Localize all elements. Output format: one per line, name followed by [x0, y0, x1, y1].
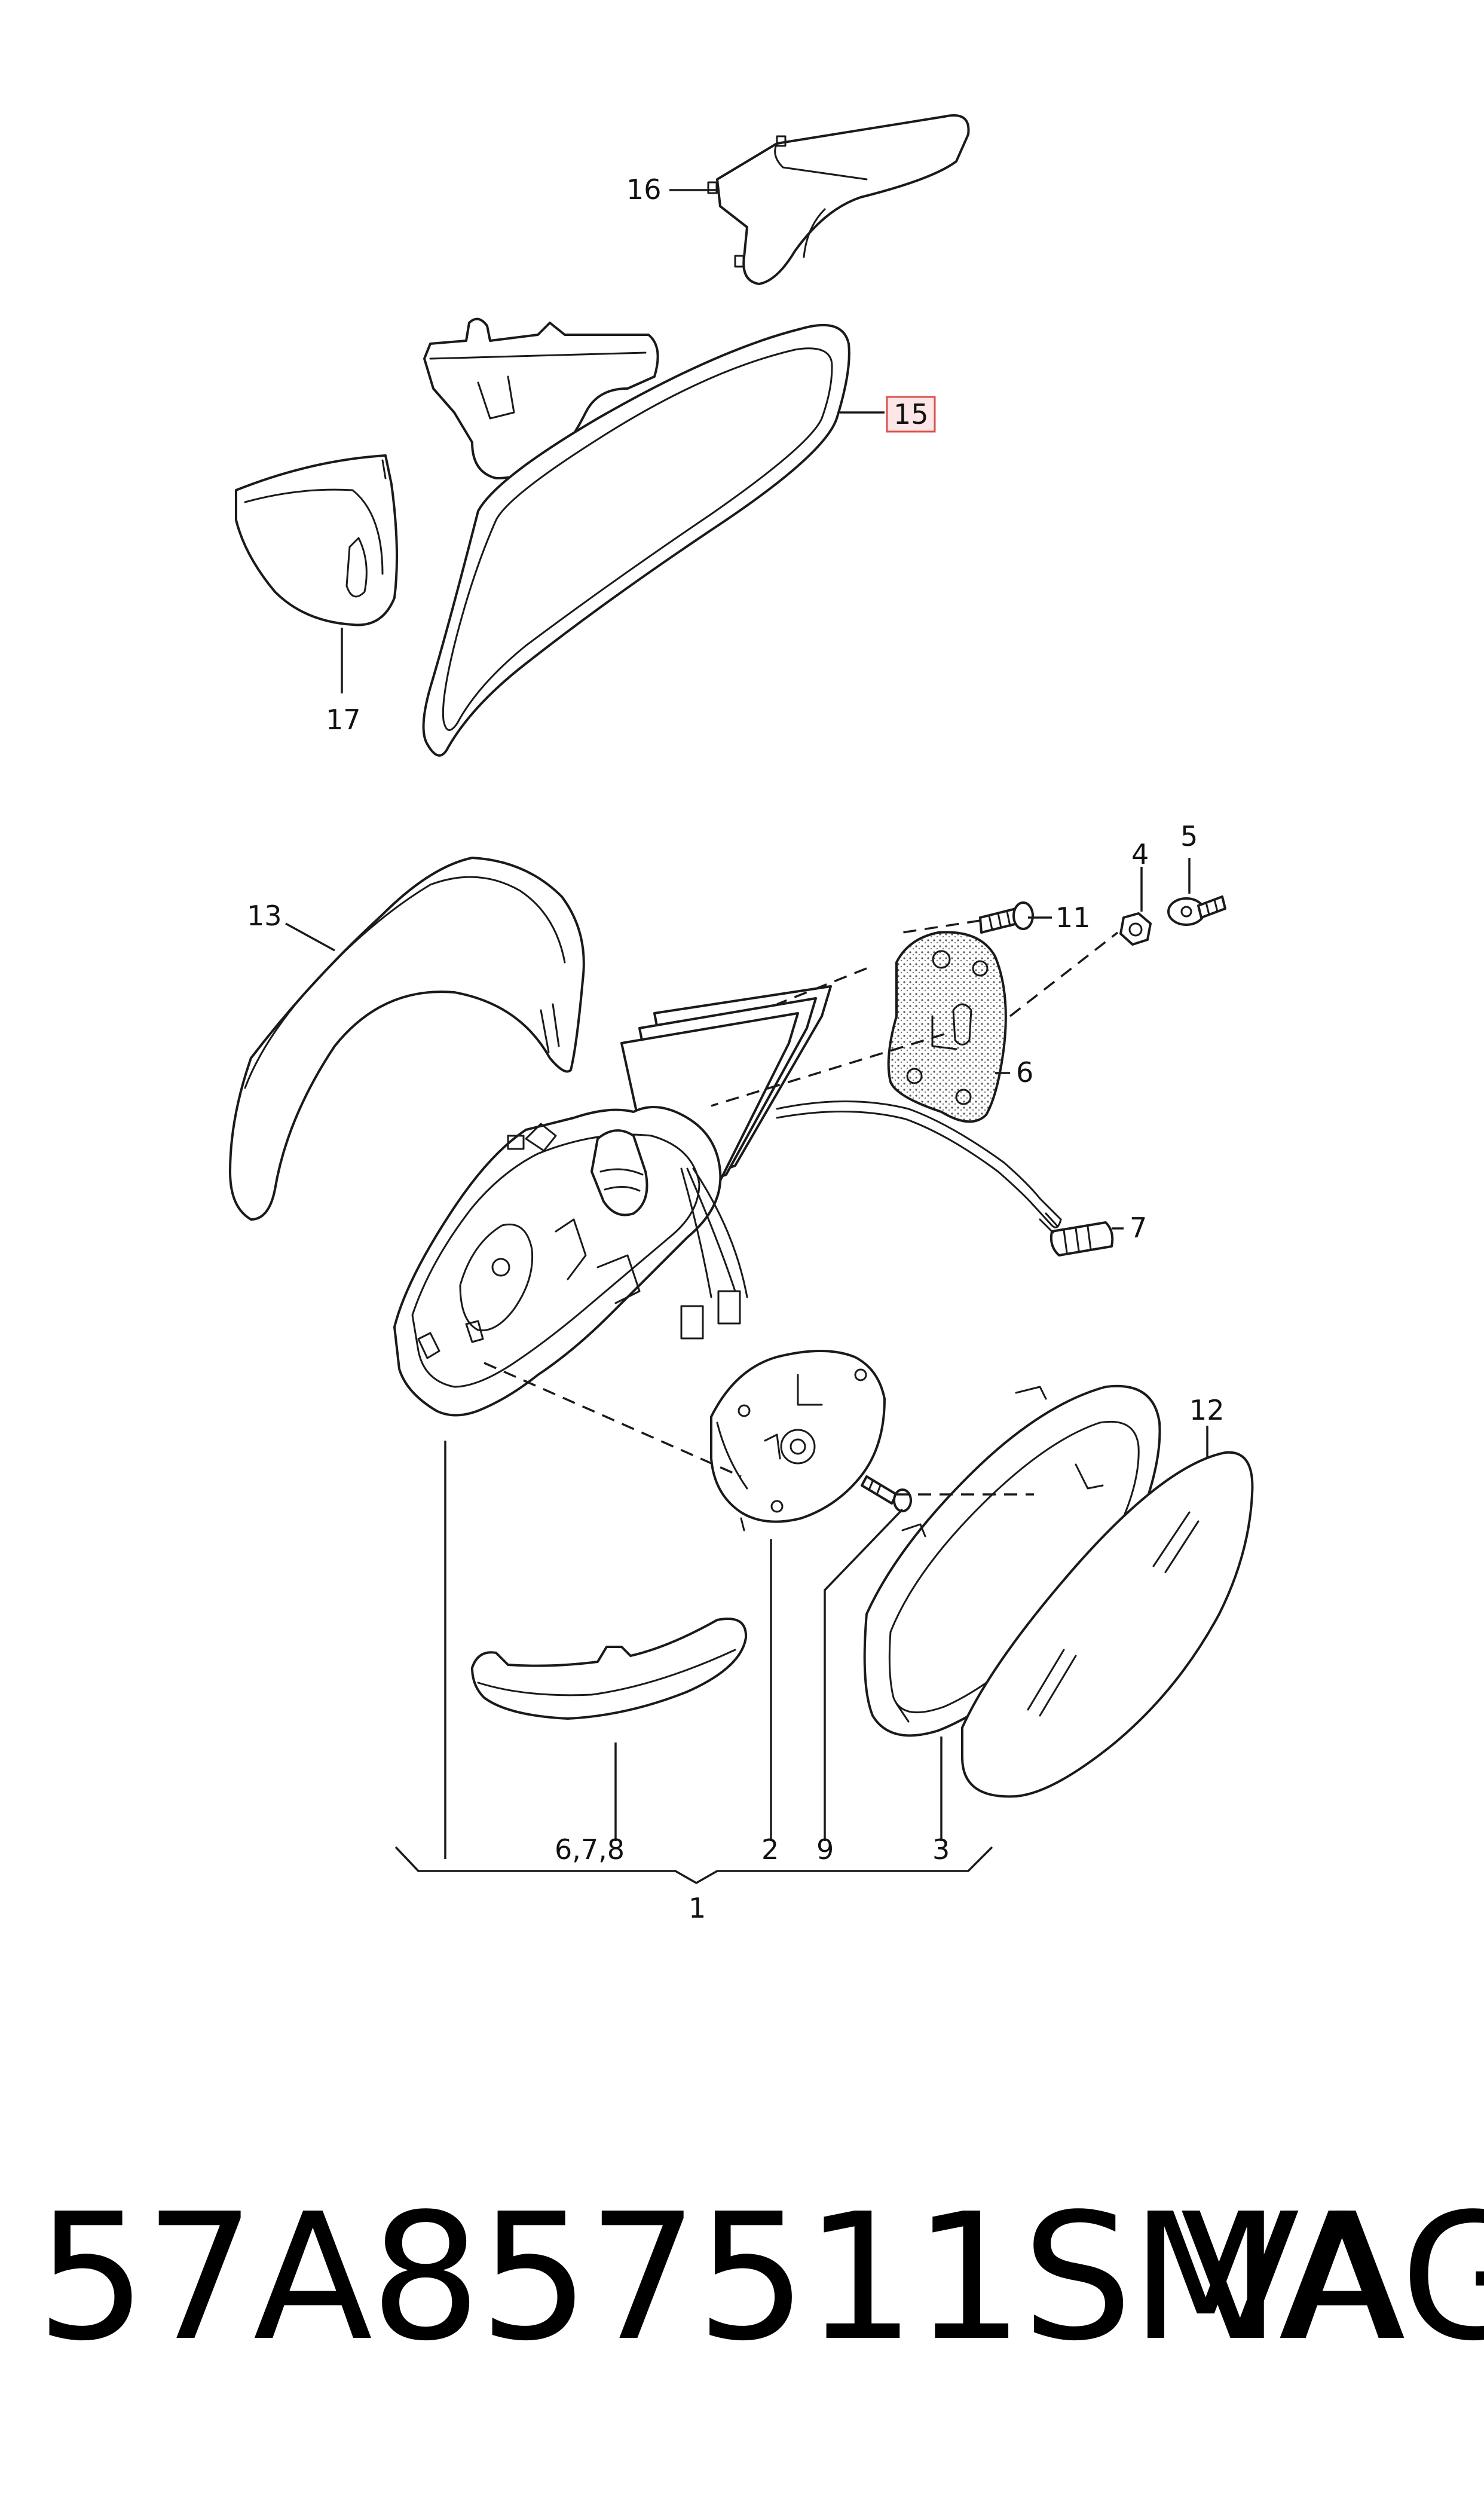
part-7-connector — [1039, 1212, 1114, 1257]
callout-17: 17 — [326, 704, 361, 736]
part-17-base-cover — [235, 454, 398, 626]
brand-label: VAG — [1180, 2176, 1484, 2379]
assembly-guide-lines — [484, 919, 1119, 1496]
callout-7: 7 — [1130, 1212, 1147, 1244]
callout-2: 2 — [761, 1833, 779, 1866]
callout-6: 6 — [1016, 1056, 1033, 1089]
part-number: 57A857511SMA — [36, 2176, 1398, 2379]
part-2-adjust-motor — [710, 1350, 886, 1531]
callout-3: 3 — [932, 1833, 950, 1866]
callout-15-highlight — [886, 396, 936, 433]
callout-11: 11 — [1055, 901, 1091, 934]
callout-678: 6,7,8 — [555, 1833, 625, 1866]
callout-16: 16 — [626, 173, 662, 206]
callout-labels: 16 15 17 13 4 5 11 6 7 12 6,7,8 2 9 3 1 — [247, 173, 1225, 1924]
callout-5: 5 — [1180, 820, 1198, 852]
part-number-caption: 57A857511SMA VAG — [24, 2176, 1484, 2379]
part-4-nut — [1119, 912, 1152, 946]
callout-15: 15 — [894, 398, 929, 430]
part-16-mount-cover — [707, 114, 970, 285]
part-678-signal-strip — [471, 1618, 748, 1720]
part-6-seal-plate — [887, 931, 1007, 1123]
callout-13: 13 — [247, 900, 282, 932]
callout-1: 1 — [689, 1892, 706, 1924]
callout-9: 9 — [816, 1833, 834, 1866]
part-5-bolt — [1167, 895, 1226, 926]
part-11-screw — [979, 901, 1034, 934]
callout-12: 12 — [1189, 1394, 1225, 1426]
callout-4: 4 — [1131, 838, 1149, 870]
part-15-interior-mirror — [422, 317, 850, 757]
leader-lines — [285, 189, 1208, 1885]
main-mirror-housing — [393, 1100, 1062, 1417]
part-13-housing-cap — [229, 857, 585, 1221]
part-12-mirror-glass — [961, 1451, 1254, 1798]
